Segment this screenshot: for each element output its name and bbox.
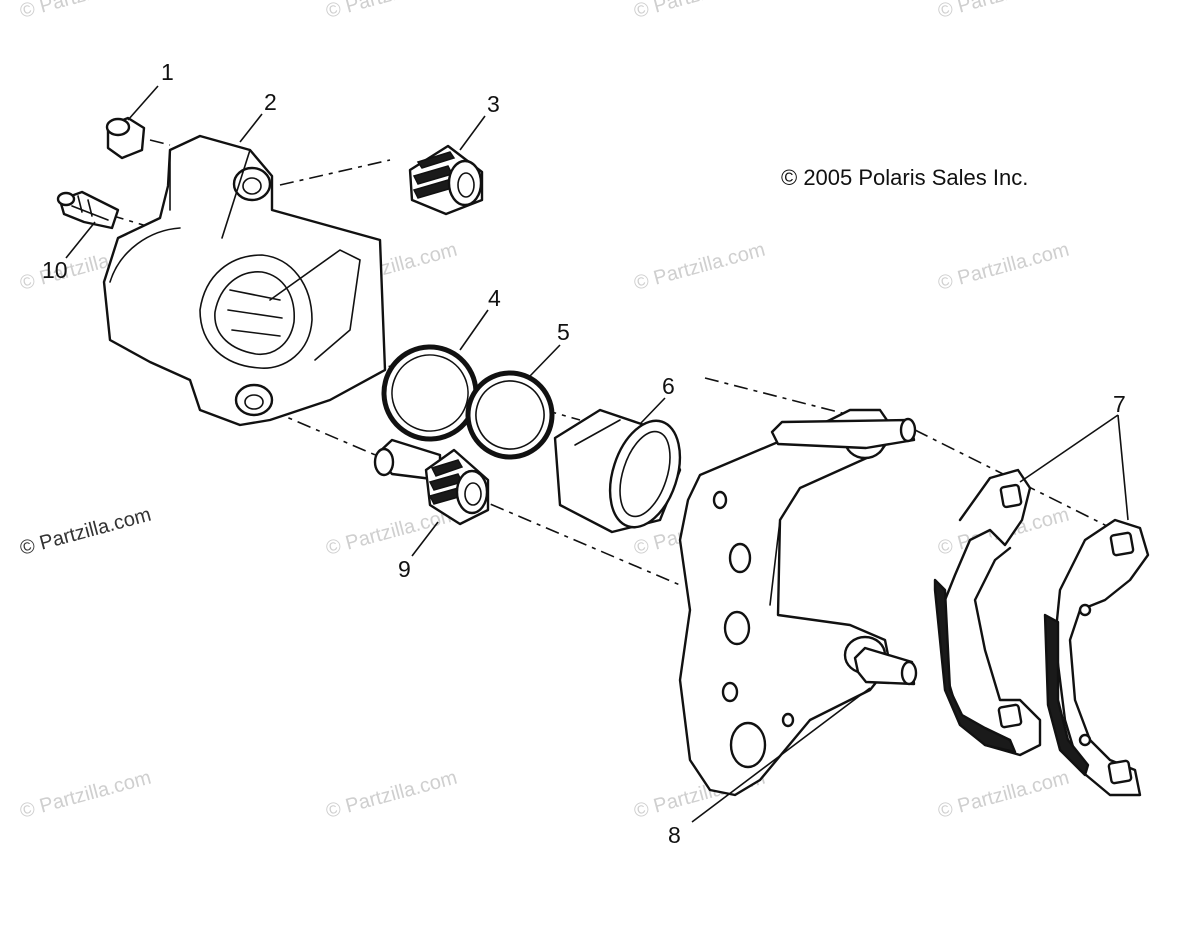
part-8-mounting-bracket — [678, 408, 918, 797]
part-7-brake-pads — [933, 468, 1150, 797]
part-5-dust-seal — [465, 370, 555, 460]
callout-5: 5 — [557, 319, 570, 345]
part-10-bleeder-screw — [56, 190, 120, 230]
callout-4: 4 — [488, 285, 501, 311]
copyright-notice: © 2005 Polaris Sales Inc. — [781, 165, 1028, 190]
partzilla-watermark: © Partzilla.com — [324, 767, 460, 823]
callout-2: 2 — [264, 89, 277, 115]
partzilla-watermark: © Partzilla.com — [936, 767, 1072, 823]
partzilla-watermark: © Partzilla.com — [324, 0, 460, 23]
leader-lines — [65, 85, 1129, 823]
callout-numbers: 1 2 3 4 5 6 7 8 9 10 — [42, 59, 1126, 848]
callout-9: 9 — [398, 556, 411, 582]
partzilla-watermark: © Partzilla.com — [632, 0, 768, 23]
callout-7: 7 — [1113, 391, 1126, 417]
partzilla-watermark: © Partzilla.com — [18, 0, 154, 23]
partzilla-watermark: © Partzilla.com — [936, 0, 1072, 23]
partzilla-watermark: © Partzilla.com — [18, 504, 154, 560]
part-9-slide-pin — [373, 438, 490, 526]
callout-6: 6 — [662, 373, 675, 399]
callout-8: 8 — [668, 822, 681, 848]
partzilla-watermark: © Partzilla.com — [18, 767, 154, 823]
partzilla-watermark: © Partzilla.com — [936, 239, 1072, 295]
part-2-caliper-body — [102, 134, 387, 427]
part-3-dust-boot — [408, 144, 484, 216]
callout-3: 3 — [487, 91, 500, 117]
part-6-piston — [553, 408, 682, 534]
partzilla-watermark: © Partzilla.com — [632, 239, 768, 295]
callout-10: 10 — [42, 257, 68, 283]
part-1-bushing — [105, 116, 146, 160]
callout-1: 1 — [161, 59, 174, 85]
